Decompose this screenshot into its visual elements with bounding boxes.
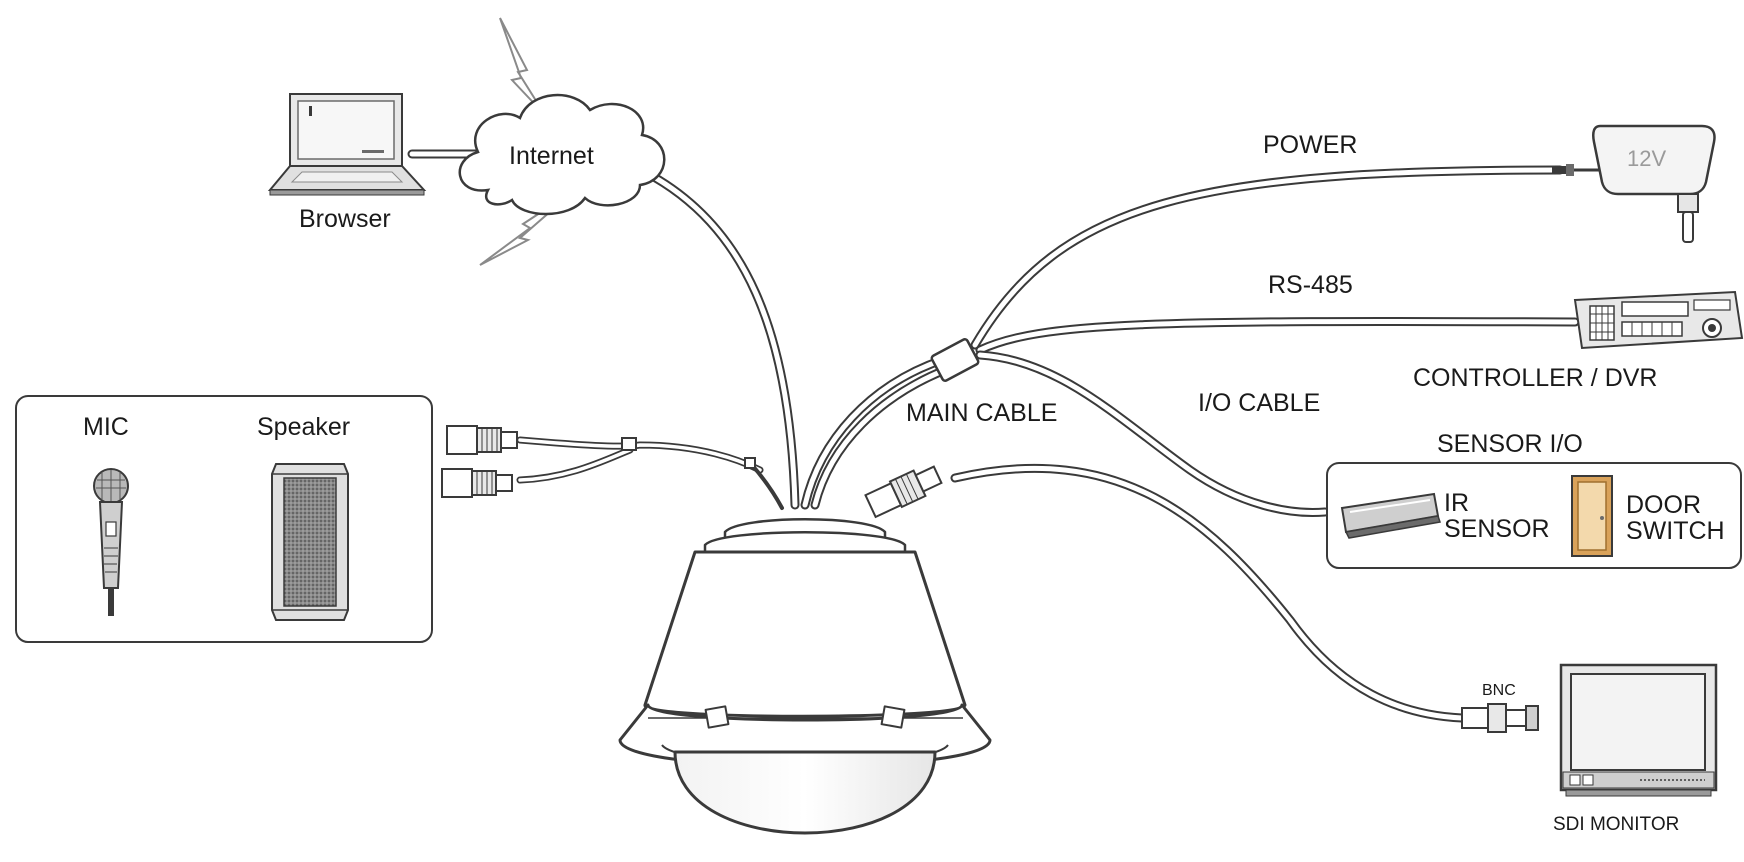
mic-label: MIC bbox=[83, 413, 129, 441]
ir-sensor-label: IR SENSOR bbox=[1444, 489, 1550, 544]
speaker-label: Speaker bbox=[257, 413, 351, 441]
cables bbox=[407, 149, 1580, 723]
rs485-label: RS-485 bbox=[1268, 271, 1353, 299]
microphone-icon bbox=[93, 468, 129, 616]
rca-connector-icon bbox=[441, 425, 518, 498]
io-cable bbox=[975, 350, 1330, 517]
monitor-icon bbox=[1461, 663, 1718, 797]
sensor-io-label: SENSOR I/O bbox=[1437, 430, 1583, 458]
bnc-connector-icon bbox=[1461, 703, 1539, 733]
door-switch-label: DOOR SWITCH bbox=[1626, 491, 1725, 546]
ptz-controller-icon bbox=[1573, 290, 1744, 350]
main-cable bbox=[800, 355, 955, 510]
dome-camera-icon bbox=[618, 518, 992, 835]
rs485-cable bbox=[975, 316, 1580, 355]
audio-cables bbox=[516, 436, 784, 510]
adapter-voltage-label: 12V bbox=[1627, 146, 1667, 171]
bnc-label: BNC bbox=[1482, 682, 1516, 699]
speaker-icon bbox=[271, 463, 349, 621]
network-cable bbox=[640, 167, 800, 510]
power-adapter-icon bbox=[1552, 124, 1716, 243]
audio-splitter-icon bbox=[621, 437, 756, 469]
video-cable bbox=[950, 463, 1467, 723]
laptop-icon bbox=[267, 93, 427, 196]
ir-sensor-icon bbox=[1340, 492, 1441, 539]
sdi-monitor-label: SDI MONITOR bbox=[1553, 814, 1680, 835]
browser-label: Browser bbox=[299, 205, 391, 233]
video-connector-icon bbox=[864, 465, 943, 519]
controller-dvr-label: CONTROLLER / DVR bbox=[1413, 364, 1658, 392]
power-cable bbox=[970, 165, 1565, 350]
internet-label: Internet bbox=[509, 142, 594, 170]
cable-splitter-icon bbox=[930, 338, 980, 382]
audio-box bbox=[15, 395, 433, 643]
sensor-io-box bbox=[1326, 462, 1742, 569]
internet-cloud-icon bbox=[458, 93, 666, 216]
main-cable-label: MAIN CABLE bbox=[906, 399, 1058, 427]
power-label: POWER bbox=[1263, 131, 1358, 159]
io-cable-label: I/O CABLE bbox=[1198, 389, 1321, 417]
door-switch-icon bbox=[1571, 475, 1613, 557]
